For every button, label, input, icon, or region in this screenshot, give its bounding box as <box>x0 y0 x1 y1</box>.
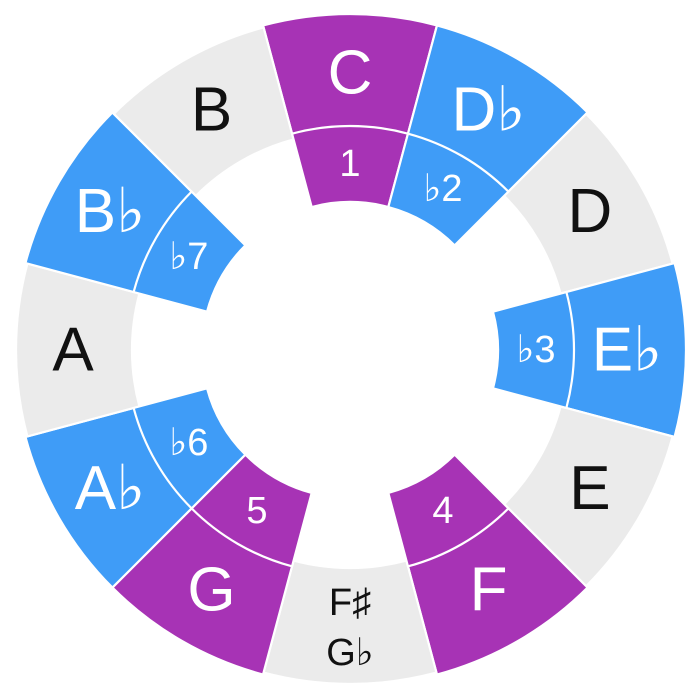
degree-label-a-flat: ♭6 <box>169 422 208 464</box>
inner-ring: 1 ♭2 ♭3 4 5 ♭6 ♭7 <box>132 124 576 568</box>
note-label-f-sharp: F♯ <box>329 582 371 624</box>
note-label-g-flat: G♭ <box>326 632 373 674</box>
note-label-b-flat: B♭ <box>75 177 146 246</box>
degree-segment-d-flat <box>386 132 510 247</box>
degree-label-b-flat: ♭7 <box>169 236 208 278</box>
degree-label-c: 1 <box>339 143 360 185</box>
note-label-e-flat: E♭ <box>592 316 663 385</box>
degree-segment-b-flat <box>132 190 247 314</box>
note-label-g: G <box>187 555 235 624</box>
note-label-c: C <box>328 39 373 108</box>
note-label-f: F <box>470 555 508 624</box>
degree-segment-f <box>386 453 510 568</box>
outer-ring: C D♭ D E♭ EF F♯ G♭ G A♭ A B♭ B <box>14 12 688 686</box>
degree-label-e-flat: ♭3 <box>516 329 555 371</box>
note-segment-b <box>112 26 295 198</box>
note-label-b: B <box>191 76 232 145</box>
degree-label-g: 5 <box>246 490 267 532</box>
note-label-e: E <box>569 454 610 523</box>
note-label-d-flat: D♭ <box>451 76 525 145</box>
degree-label-f: 4 <box>432 490 453 532</box>
note-label-a-flat: A♭ <box>75 454 146 523</box>
degree-segment-e-flat <box>491 290 576 410</box>
degree-label-d-flat: ♭2 <box>423 168 462 210</box>
degree-segment-a-flat <box>132 386 247 510</box>
note-label-a: A <box>52 316 94 385</box>
note-label-d: D <box>567 177 612 246</box>
